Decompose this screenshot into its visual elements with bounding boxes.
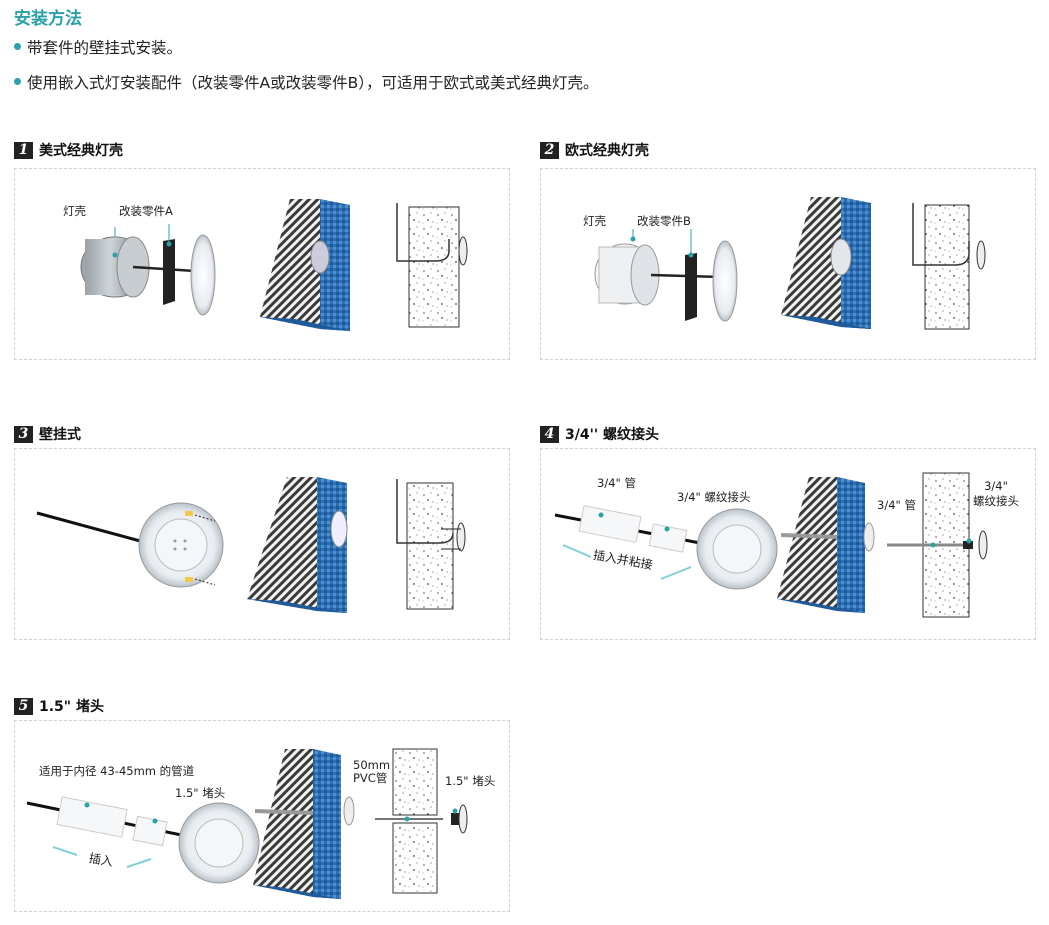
bullet-1-text: 带套件的壁挂式安装。 [27,39,183,57]
section-4-pipe-label: 3/4" 管 [597,476,636,490]
section-5-pvc-line1: 50mm [353,758,391,772]
section-1-housing-label: 灯壳 [63,204,86,218]
section-1-part-label: 改装零件A [119,204,173,218]
section-4-title: 3/4'' 螺纹接头 [565,427,660,443]
page-title: 安装方法 [14,9,82,29]
section-1-number: 1 [14,141,33,159]
section-4-heading: 4 3/4'' 螺纹接头 [540,424,659,444]
section-3-panel [14,448,510,640]
section-5-illustration [26,748,468,899]
section-1-panel: 灯壳 改装零件A [14,168,510,360]
section-5-heading: 5 1.5" 堵头 [14,696,104,716]
section-2-number: 2 [540,141,559,159]
section-1-title: 美式经典灯壳 [39,143,123,159]
section-4-panel: 3/4" 管 3/4" 螺纹接头 插入并粘接 3/4" 管 3/4" 螺纹接头 [540,448,1036,640]
section-3-number: 3 [14,425,33,443]
section-4-illustration [554,472,988,618]
section-4-number: 4 [540,425,559,443]
bullet-2: 使用嵌入式灯安装配件（改装零件A或改装零件B），可适用于欧式或美式经典灯壳。 [14,71,599,93]
section-2-panel: 灯壳 改装零件B [540,168,1036,360]
section-5-plug2-label: 1.5" 堵头 [445,774,496,788]
section-5-pvc-label: 50mm PVC管 [353,759,390,785]
section-4-pipe2-label: 3/4" 管 [877,498,916,512]
section-4-joint2-label: 3/4" 螺纹接头 [973,479,1019,509]
section-5-plug-label: 1.5" 堵头 [175,786,226,800]
section-2-housing-label: 灯壳 [583,214,606,228]
section-2-heading: 2 欧式经典灯壳 [540,140,649,160]
section-1-illustration [80,199,468,331]
bullet-dot [14,43,21,50]
section-5-fit-label: 适用于内径 43-45mm 的管道 [39,764,195,778]
bullet-2-text: 使用嵌入式灯安装配件（改装零件A或改装零件B），可适用于欧式或美式经典灯壳。 [27,74,599,92]
section-3-heading: 3 壁挂式 [14,424,81,444]
section-2-title: 欧式经典灯壳 [565,143,649,159]
section-5-number: 5 [14,697,33,715]
section-5-pvc-line2: PVC管 [353,771,388,785]
section-4-joint2-line1: 3/4" [984,479,1008,493]
section-5-title: 1.5" 堵头 [39,699,104,715]
section-5-panel: 适用于内径 43-45mm 的管道 1.5" 堵头 插入 50mm PVC管 1… [14,720,510,912]
section-4-joint2-line2: 螺纹接头 [973,494,1019,508]
section-2-part-label: 改装零件B [637,214,691,228]
bullet-1: 带套件的壁挂式安装。 [14,36,182,58]
section-1-heading: 1 美式经典灯壳 [14,140,123,160]
section-4-joint-label: 3/4" 螺纹接头 [677,490,751,504]
section-2-illustration [594,197,986,330]
bullet-dot [14,78,21,85]
section-3-title: 壁挂式 [39,427,81,443]
section-3-illustration [36,477,466,613]
